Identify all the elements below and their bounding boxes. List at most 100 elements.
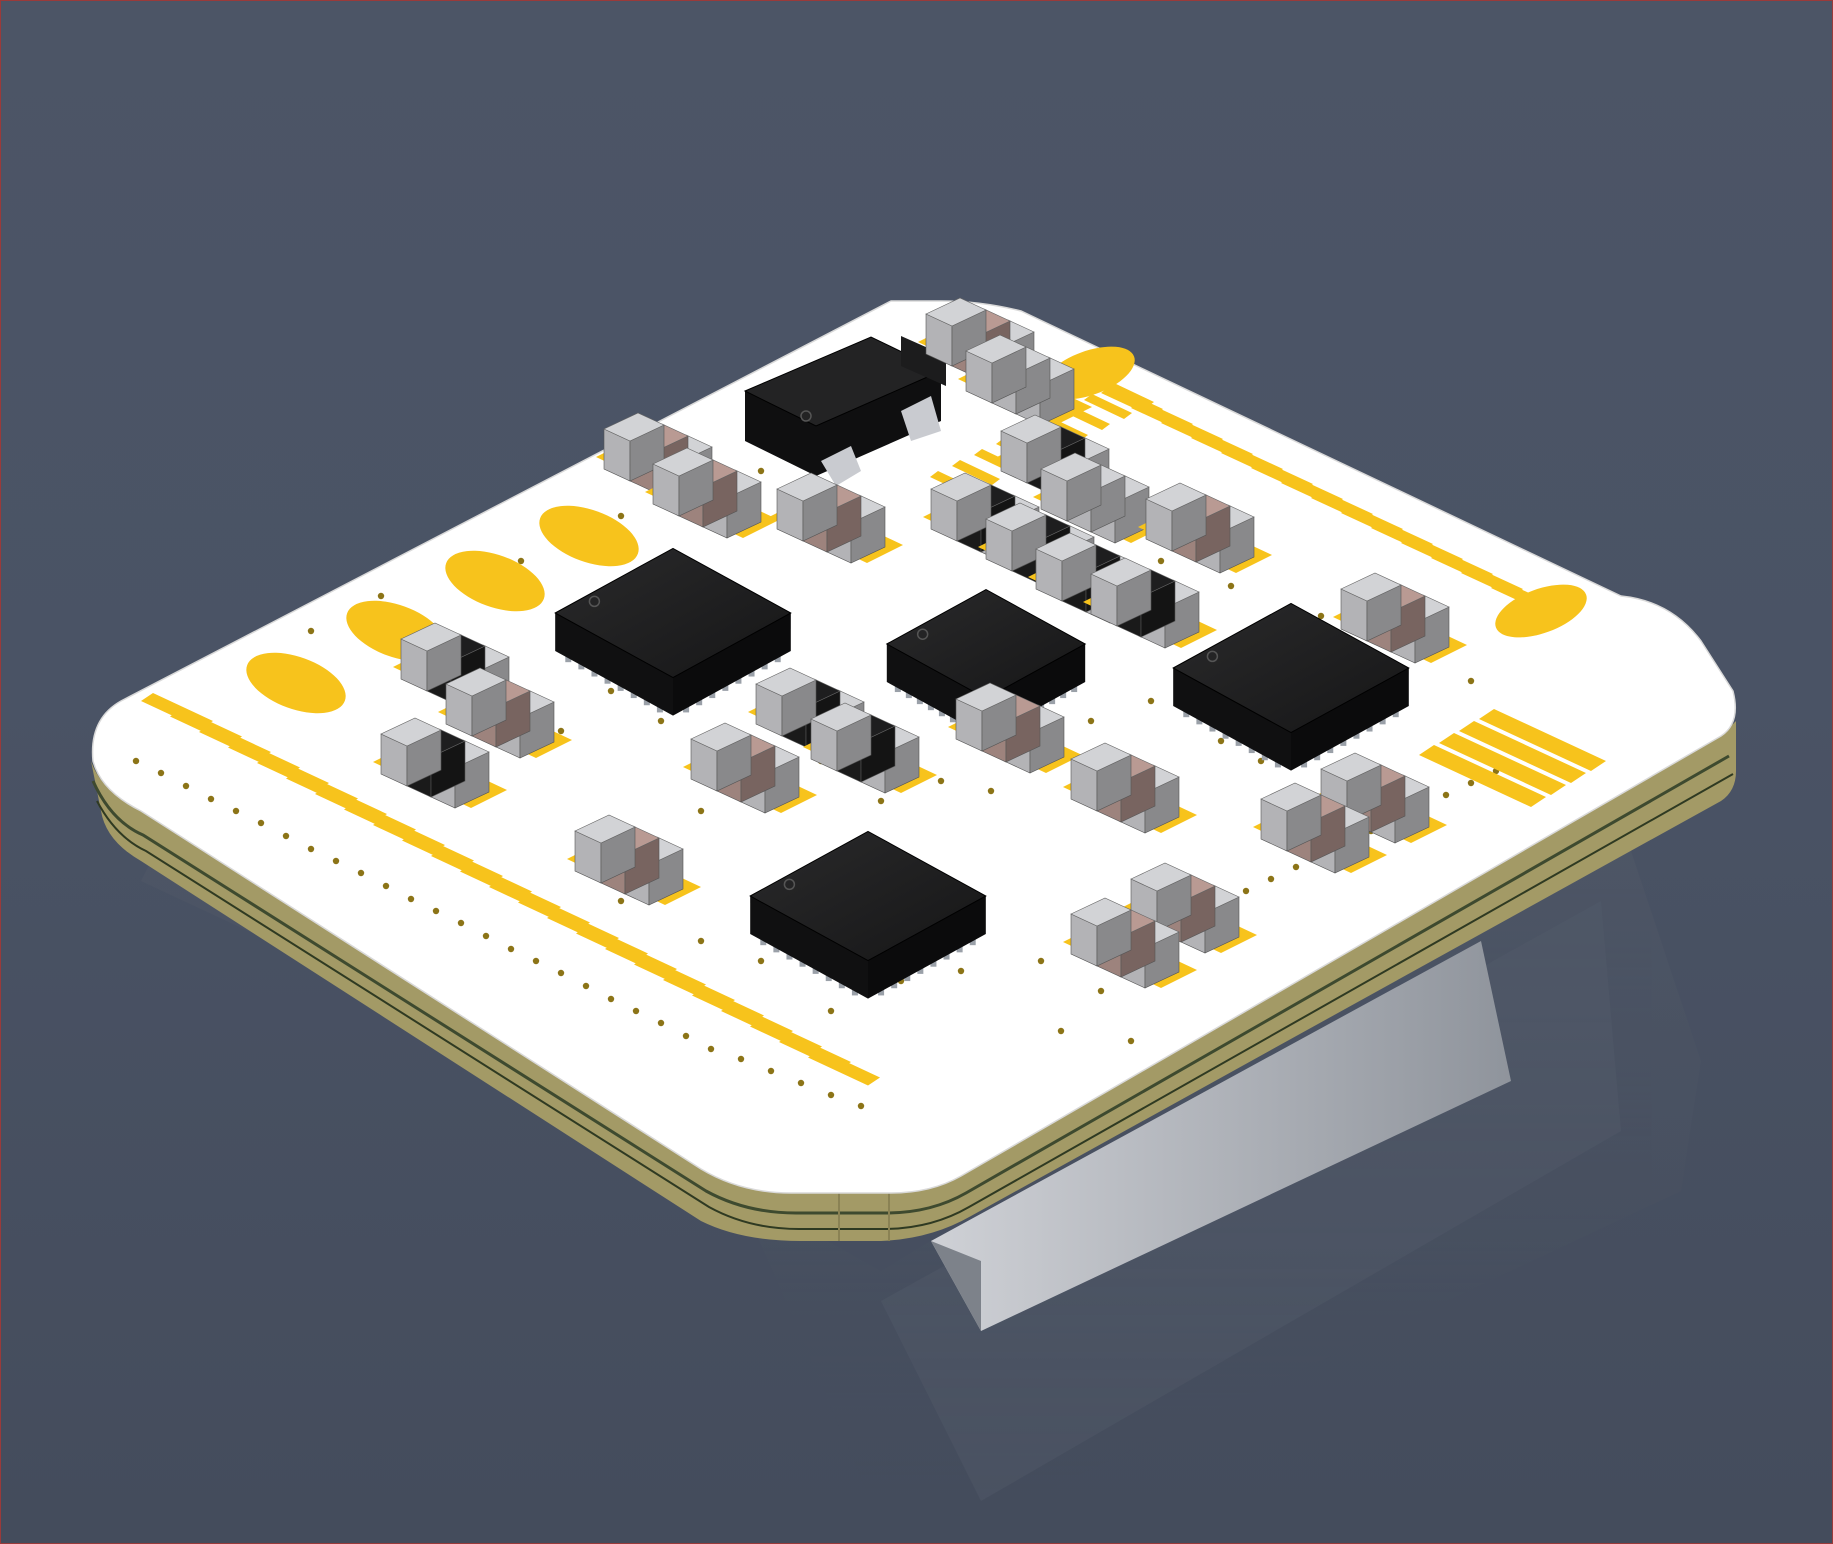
ic-pin <box>1071 686 1078 693</box>
pin1-marker <box>783 878 796 891</box>
via <box>1227 582 1235 590</box>
ic-pin <box>905 692 912 699</box>
passive-component <box>438 667 572 759</box>
ic-pin <box>1049 698 1056 705</box>
via <box>877 797 885 805</box>
ic-pin <box>894 686 901 693</box>
via <box>182 782 190 790</box>
via <box>857 1102 865 1110</box>
passive-component <box>645 447 779 539</box>
ic-pin <box>891 982 898 989</box>
via <box>1217 737 1225 745</box>
passive-component <box>769 472 903 564</box>
ic-pin <box>799 960 806 967</box>
via <box>657 1019 665 1027</box>
via <box>707 1045 715 1053</box>
via <box>767 1067 775 1075</box>
ic-pin <box>1196 718 1203 725</box>
via <box>697 937 705 945</box>
ic-pin <box>943 953 950 960</box>
ic-pin <box>1392 711 1399 718</box>
qfn-ic-3 <box>1172 602 1410 771</box>
via <box>1467 779 1475 787</box>
ic-pin <box>1248 747 1255 754</box>
ic-pin <box>773 946 780 953</box>
ic-pin <box>1353 732 1360 739</box>
passive-component <box>1313 752 1447 844</box>
via <box>827 1007 835 1015</box>
ic-pin <box>1209 725 1216 732</box>
ic-pin <box>774 656 781 663</box>
ic-pin <box>761 663 768 670</box>
components <box>373 297 1467 999</box>
ic-pin <box>851 989 858 996</box>
via <box>407 895 415 903</box>
via <box>307 845 315 853</box>
via <box>132 757 140 765</box>
ic-pin <box>1379 718 1386 725</box>
via <box>697 807 705 815</box>
underside-shield <box>931 941 1511 1331</box>
sot-ic <box>743 336 946 486</box>
via <box>557 727 565 735</box>
ic-pin <box>1235 739 1242 746</box>
ic-pin <box>617 684 624 691</box>
ic-pin <box>969 939 976 946</box>
via <box>1097 987 1105 995</box>
via <box>937 777 945 785</box>
via <box>797 1079 805 1087</box>
via <box>987 787 995 795</box>
via <box>757 467 765 475</box>
via <box>737 1055 745 1063</box>
via <box>827 1091 835 1099</box>
ic-pin <box>938 710 945 717</box>
passive-component <box>1333 572 1467 664</box>
via <box>382 882 390 890</box>
via <box>157 769 165 777</box>
ic-pin <box>591 670 598 677</box>
ic-pin <box>904 975 911 982</box>
via <box>377 592 385 600</box>
ic-pin <box>722 684 729 691</box>
passive-component <box>1138 482 1272 574</box>
ic-pin <box>956 946 963 953</box>
ic-pin <box>1301 761 1308 768</box>
ic-pin <box>683 706 690 713</box>
ic-pin <box>565 656 572 663</box>
ic-pin <box>1261 754 1268 761</box>
via <box>507 945 515 953</box>
passive-component <box>373 717 507 809</box>
sot-lead <box>901 396 941 441</box>
via <box>1037 957 1045 965</box>
via <box>1267 875 1275 883</box>
via <box>457 919 465 927</box>
ic-pin <box>696 699 703 706</box>
via <box>1242 887 1250 895</box>
ic-pin <box>878 989 885 996</box>
passive-component <box>958 334 1092 426</box>
ic-pin <box>1327 747 1334 754</box>
ic-pin <box>709 692 716 699</box>
ic-pin <box>916 698 923 705</box>
edge-pad <box>952 460 1000 485</box>
ic-pin <box>930 960 937 967</box>
via <box>307 627 315 635</box>
via <box>1317 612 1325 620</box>
ic-pin <box>748 670 755 677</box>
pin1-marker <box>800 410 812 422</box>
edge-pads-front-left <box>141 693 880 1086</box>
passive-component <box>1033 452 1167 544</box>
via <box>607 687 615 695</box>
via <box>232 807 240 815</box>
pad-group-right <box>1419 709 1606 807</box>
ic-pin <box>1314 754 1321 761</box>
via <box>682 1032 690 1040</box>
via <box>1442 791 1450 799</box>
pin1-marker <box>1206 650 1219 663</box>
via <box>957 967 965 975</box>
ic-pin <box>917 967 924 974</box>
pin1-marker <box>916 628 929 640</box>
ic-pin <box>949 716 956 723</box>
